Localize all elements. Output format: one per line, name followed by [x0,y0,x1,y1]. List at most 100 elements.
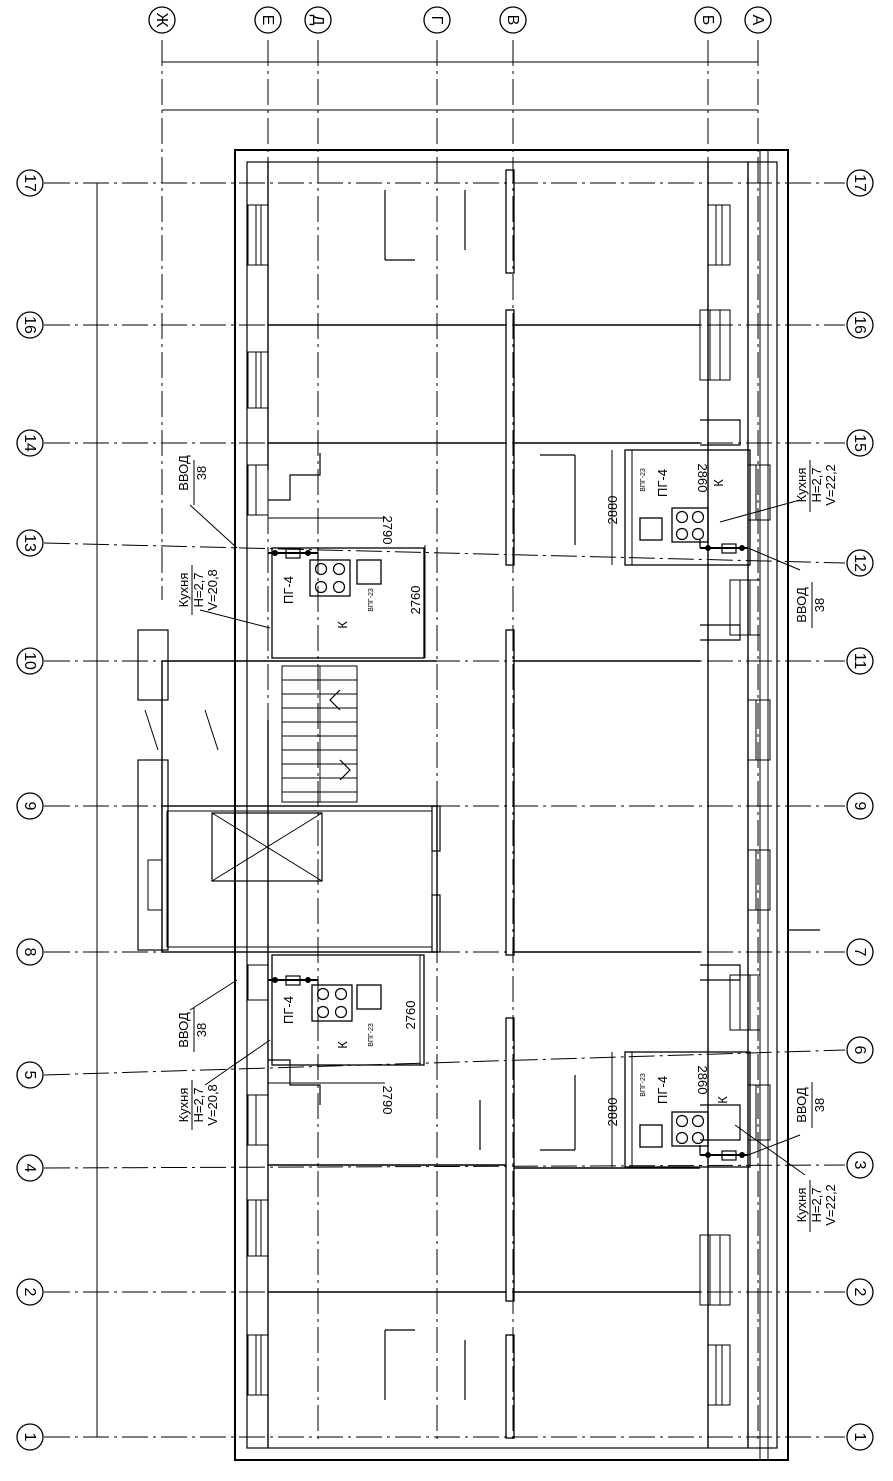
kitchen-title: Кухня [176,1088,191,1123]
inlet-size: 38 [194,1023,209,1037]
grid-number-right: 3 [851,1161,868,1170]
water-heater-icon [356,559,382,585]
kitchen-volume: V=20,8 [205,1084,220,1126]
grid-number-right: 11 [851,653,868,670]
partitions [268,190,820,1400]
inlet-label: ВВОД [794,1087,809,1123]
grid-number-right: 12 [851,554,868,572]
grid-number-left: 10 [21,652,38,670]
dimension-label: 2790 [380,1086,395,1115]
kitchen-height: H=2,7 [191,572,206,607]
grid-number-right: 17 [851,174,868,192]
heater-label: ВПГ-23 [368,588,375,612]
dimension-label: 2880 [605,496,620,525]
kitchen-height: H=2,7 [809,467,824,502]
kitchen-4-labels: ВВОД 38 Кухня H=2,7 V=22,2 ПГ-4 К ВПГ-23… [605,1066,838,1232]
grid-number-right: 16 [851,316,868,334]
grid-letter-labels: Ж Е Д Г В Б А [153,13,766,28]
dimension-label: 2860 [695,1066,710,1095]
stove-icon [671,1111,709,1147]
grid-number-left: 4 [21,1164,38,1173]
kitchen-volume: V=22,2 [823,464,838,506]
stove-icon [311,984,353,1022]
dimension-label: 2880 [605,1098,620,1127]
grid-letter-a: А [749,15,766,26]
stove-icon [671,507,709,543]
grid-number-right: 15 [851,434,868,452]
grid-number-right: 2 [851,1288,868,1297]
room-label: К [711,479,726,487]
stove-label: ПГ-4 [281,996,296,1024]
kitchen-2 [189,954,425,1086]
kitchen-1-labels: ВВОД 38 Кухня H=2,7 V=20,8 ПГ-4 К ВПГ-23… [176,455,423,629]
grid-number-labels-left: 17 16 14 13 10 9 8 5 4 2 1 [21,174,38,1441]
heater-label: ВПГ-23 [640,468,647,492]
grid-line-4-3 [43,1164,846,1169]
kitchen-volume: V=22,2 [823,1184,838,1226]
stove-label: ПГ-4 [281,576,296,604]
grid-number-left: 9 [21,802,38,811]
grid-number-left: 14 [21,434,38,452]
stove-label: ПГ-4 [655,469,670,497]
dimension-label: 2760 [403,1001,418,1030]
windows-left [247,204,269,1396]
grid-number-left: 13 [21,534,38,552]
dimension-label: 2790 [380,516,395,545]
grid-number-left: 16 [21,316,38,334]
grid-letter-e: Е [259,15,276,26]
kitchen-title: Кухня [794,1188,809,1223]
inlet-label: ВВОД [176,1012,191,1048]
kitchen-3 [611,449,801,571]
kitchen-title: Кухня [794,468,809,503]
kitchen-volume: V=20,8 [205,569,220,611]
grid-number-right: 6 [851,1046,868,1055]
grid-number-right: 7 [851,948,868,957]
grid-line-5-6 [43,1049,846,1076]
heater-label: ВПГ-23 [368,1023,375,1047]
grid-letter-b: Б [699,15,716,26]
inlet-size: 38 [812,1098,827,1112]
inlet-size: 38 [194,466,209,480]
water-heater-icon [639,1124,663,1148]
grid-line-13-12 [43,542,846,564]
inlet-label: ВВОД [176,455,191,491]
room-label: К [335,1041,350,1049]
grid-lines [43,40,846,1440]
grid-letter-d: Д [309,15,326,26]
grid-number-bubbles-right [846,169,874,1451]
grid-number-left: 17 [21,174,38,192]
grid-number-labels-right: 17 16 15 12 11 9 7 6 3 2 1 [851,174,868,1441]
stove-label: ПГ-4 [655,1076,670,1104]
kitchen-4 [611,1051,806,1176]
grid-number-left: 2 [21,1288,38,1297]
grid-number-right: 1 [851,1433,868,1442]
grid-number-right: 9 [851,802,868,811]
room-label: К [335,621,350,629]
dimension-label: 2860 [695,464,710,493]
kitchen-3-labels: ВВОД 38 Кухня H=2,7 V=22,2 ПГ-4 К ВПГ-23… [605,460,838,628]
grid-letter-v: В [504,15,521,26]
grid-number-left: 1 [21,1433,38,1442]
inlet-label: ВВОД [794,587,809,623]
grid-letter-zh: Ж [153,13,170,28]
kitchen-1 [189,504,426,659]
grid-letter-g: Г [428,16,445,25]
inlet-size: 38 [812,598,827,612]
stove-icon [309,559,351,597]
water-heater-icon [639,517,663,541]
kitchen-height: H=2,7 [191,1087,206,1122]
kitchen-title: Кухня [176,573,191,608]
kitchen-height: H=2,7 [809,1187,824,1222]
kitchen-2-labels: ВВОД 38 Кухня H=2,7 V=20,8 ПГ-4 К ВПГ-23… [176,996,418,1130]
heater-label: ВПГ-23 [640,1073,647,1097]
windows-right [699,204,771,1406]
outer-walls [137,149,789,1461]
grid-number-left: 8 [21,948,38,957]
water-heater-icon [356,984,382,1010]
grid-number-left: 5 [21,1071,38,1080]
room-label: К [715,1096,730,1104]
dimension-label: 2760 [408,586,423,615]
grid-letter-bubbles [148,6,772,34]
dimension-chains [96,61,758,1437]
